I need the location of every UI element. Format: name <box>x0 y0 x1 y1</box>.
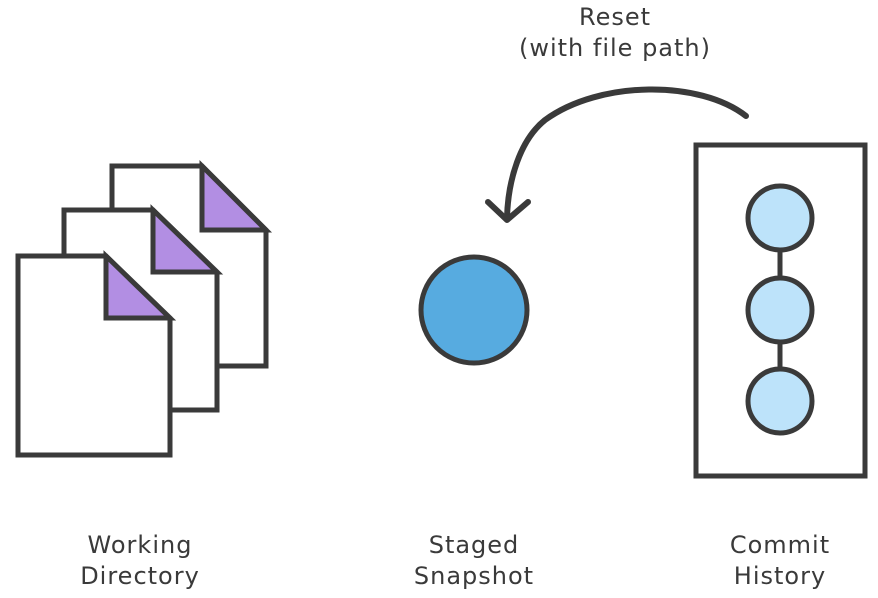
working-directory-label-line1: Working <box>87 531 193 559</box>
working-directory-label-line2: Directory <box>80 562 200 590</box>
reset-arrow <box>485 86 749 223</box>
commit-node <box>745 183 815 253</box>
commit-node <box>745 366 815 436</box>
staged-snapshot-label-line2: Snapshot <box>413 562 535 590</box>
staged-snapshot-label: Staged Snapshot <box>364 530 584 592</box>
staged-snapshot-circle <box>418 254 530 366</box>
file-front <box>15 250 177 458</box>
working-directory-label: Working Directory <box>30 530 250 592</box>
commit-history-box <box>693 142 868 479</box>
staged-snapshot-label-line1: Staged <box>428 531 520 559</box>
commit-history-label: Commit History <box>670 530 878 592</box>
commit-history-label-line1: Commit <box>729 531 831 559</box>
reset-arrow-label-line2: (with file path) <box>518 34 711 62</box>
commit-node <box>745 275 815 345</box>
reset-arrow-curve <box>504 86 749 221</box>
reset-arrow-label-line1: Reset <box>578 3 652 31</box>
commit-history-label-line2: History <box>733 562 827 590</box>
reset-arrow-head <box>485 199 531 223</box>
reset-arrow-label: Reset (with file path) <box>470 2 760 64</box>
working-directory-files <box>15 159 273 458</box>
